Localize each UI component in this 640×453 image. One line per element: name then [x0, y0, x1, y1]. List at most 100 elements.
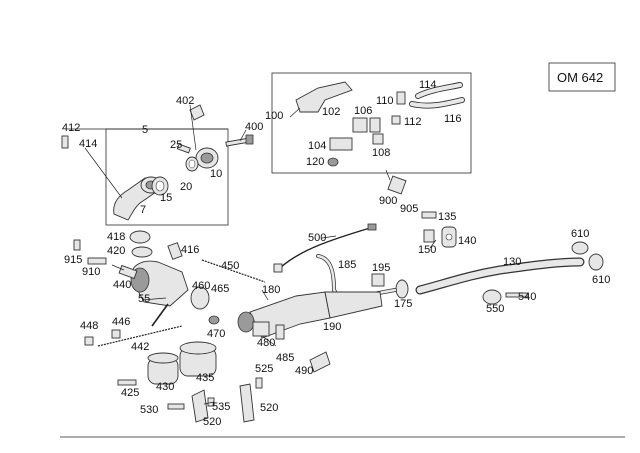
pipe-185 [316, 254, 397, 303]
bolt-425 [117, 379, 137, 386]
callout-130: 130 [503, 256, 521, 268]
clamp-420 [131, 246, 153, 258]
bracket-135 [421, 211, 437, 219]
gasket-460 [190, 286, 210, 310]
nut-120 [327, 157, 339, 167]
clamp-610 [571, 241, 604, 271]
callout-430: 430 [156, 381, 174, 393]
callout-915: 915 [64, 254, 82, 266]
callout-450: 450 [221, 260, 239, 272]
callout-470: 470 [207, 328, 225, 340]
flange-418 [129, 230, 151, 244]
callout-905: 905 [400, 203, 418, 215]
bolt-525 [255, 377, 263, 389]
callout-400: 400 [245, 121, 263, 133]
callout-135: 135 [438, 211, 456, 223]
bracket-195 [371, 273, 385, 287]
callout-412: 412 [62, 122, 80, 134]
bolt-530 [167, 403, 185, 410]
callout-540: 540 [518, 291, 536, 303]
mount-106 [352, 117, 381, 133]
sensor-910 [87, 257, 107, 265]
dpf-silencer-190 [237, 291, 383, 339]
callout-610b: 610 [592, 274, 610, 286]
callout-110: 110 [376, 95, 394, 107]
callout-416: 416 [181, 244, 199, 256]
bracket-490 [309, 351, 331, 373]
ring-20 [185, 156, 199, 172]
callout-465: 465 [211, 283, 229, 295]
hanger-485 [275, 324, 285, 340]
wire-442 [97, 325, 183, 347]
clip-112 [391, 115, 401, 125]
callout-15: 15 [160, 192, 172, 204]
callout-120: 120 [306, 156, 324, 168]
callout-5: 5 [142, 124, 148, 136]
callout-100: 100 [265, 110, 283, 122]
callout-480: 480 [257, 337, 275, 349]
clip-448 [84, 336, 94, 346]
callout-530: 530 [140, 404, 158, 416]
hanger-140 [441, 226, 457, 248]
callout-140: 140 [458, 235, 476, 247]
callout-112: 112 [404, 116, 422, 128]
clip-110 [396, 91, 406, 105]
callout-550: 550 [486, 303, 504, 315]
callout-490: 490 [295, 365, 313, 377]
hanger-150 [423, 229, 435, 243]
clamp-10 [195, 147, 219, 169]
bolt-400 [225, 134, 254, 147]
callout-900: 900 [379, 195, 397, 207]
callout-485: 485 [276, 352, 294, 364]
canister-430 [147, 352, 179, 385]
callout-190: 190 [323, 321, 341, 333]
bracket-520b [239, 383, 255, 423]
bracket-100 [295, 81, 353, 113]
callout-610a: 610 [571, 228, 589, 240]
bracket-520a [191, 389, 209, 423]
callout-150: 150 [418, 244, 436, 256]
bolt-412 [61, 135, 69, 149]
canister-435 [179, 341, 217, 377]
callout-500: 500 [308, 232, 326, 244]
callout-108: 108 [372, 147, 390, 159]
callout-185: 185 [338, 259, 356, 271]
bolt-25 [176, 143, 191, 154]
callout-25: 25 [170, 139, 182, 151]
callout-435: 435 [196, 372, 214, 384]
rod-114 [415, 82, 463, 99]
callout-195: 195 [372, 262, 390, 274]
callout-180: 180 [262, 284, 280, 296]
callout-440: 440 [113, 279, 131, 291]
wire-450 [201, 259, 266, 283]
callout-106: 106 [354, 105, 372, 117]
callout-425: 425 [121, 387, 139, 399]
callout-20: 20 [180, 181, 192, 193]
callout-446: 446 [112, 316, 130, 328]
rear-tailpipe-130 [415, 257, 585, 295]
callout-116: 116 [444, 113, 462, 125]
callout-460: 460 [192, 280, 210, 292]
callout-104: 104 [308, 140, 326, 152]
sensor-500 [273, 223, 377, 273]
bracket-402 [189, 104, 205, 121]
group-frame-100 [271, 72, 472, 174]
callout-520b: 520 [260, 402, 278, 414]
callout-102: 102 [322, 106, 340, 118]
callout-910: 910 [82, 266, 100, 278]
engine-code-box [548, 62, 616, 92]
temp-sensor-440 [118, 264, 138, 280]
callout-525: 525 [255, 363, 273, 375]
callout-535: 535 [212, 401, 230, 413]
clamp-175 [395, 279, 409, 299]
callout-175: 175 [394, 298, 412, 310]
callout-114: 114 [419, 79, 437, 91]
bolt-540 [505, 292, 529, 298]
engine-code: OM 642 [557, 70, 603, 85]
clip-446 [111, 329, 121, 339]
bolt-915 [73, 239, 81, 251]
callout-402: 402 [176, 95, 194, 107]
callout-442: 442 [131, 341, 149, 353]
callout-55: 55 [138, 293, 150, 305]
